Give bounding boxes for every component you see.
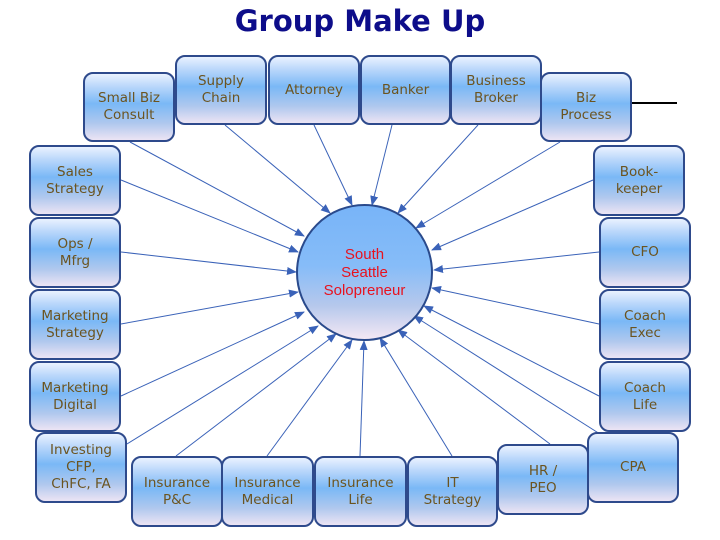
node-business-broker[interactable]: Business Broker (450, 55, 542, 125)
node-cfo[interactable]: CFO (599, 217, 691, 288)
node-banker[interactable]: Banker (360, 55, 451, 125)
node-investing[interactable]: Investing CFP, ChFC, FA (35, 432, 127, 503)
node-sales-strategy[interactable]: Sales Strategy (29, 145, 121, 216)
hub-south-seattle-solopreneur[interactable]: South Seattle Solopreneur (296, 204, 433, 341)
node-ops-mfrg[interactable]: Ops / Mfrg (29, 217, 121, 288)
node-supply-chain[interactable]: Supply Chain (175, 55, 267, 125)
node-attorney[interactable]: Attorney (268, 55, 360, 125)
node-coach-life[interactable]: Coach Life (599, 361, 691, 432)
diagram-title: Group Make Up (234, 4, 486, 38)
node-biz-process[interactable]: Biz Process (540, 72, 632, 142)
node-it-strategy[interactable]: IT Strategy (407, 456, 498, 527)
node-insurance-life[interactable]: Insurance Life (314, 456, 407, 527)
node-marketing-strategy[interactable]: Marketing Strategy (29, 289, 121, 360)
node-bookkeeper[interactable]: Book- keeper (593, 145, 685, 216)
node-cpa[interactable]: CPA (587, 432, 679, 503)
node-coach-exec[interactable]: Coach Exec (599, 289, 691, 360)
node-small-biz-consult[interactable]: Small Biz Consult (83, 72, 175, 142)
node-insurance-pc[interactable]: Insurance P&C (131, 456, 223, 527)
node-hr-peo[interactable]: HR / PEO (497, 444, 589, 515)
node-marketing-digital[interactable]: Marketing Digital (29, 361, 121, 432)
node-insurance-medical[interactable]: Insurance Medical (221, 456, 314, 527)
